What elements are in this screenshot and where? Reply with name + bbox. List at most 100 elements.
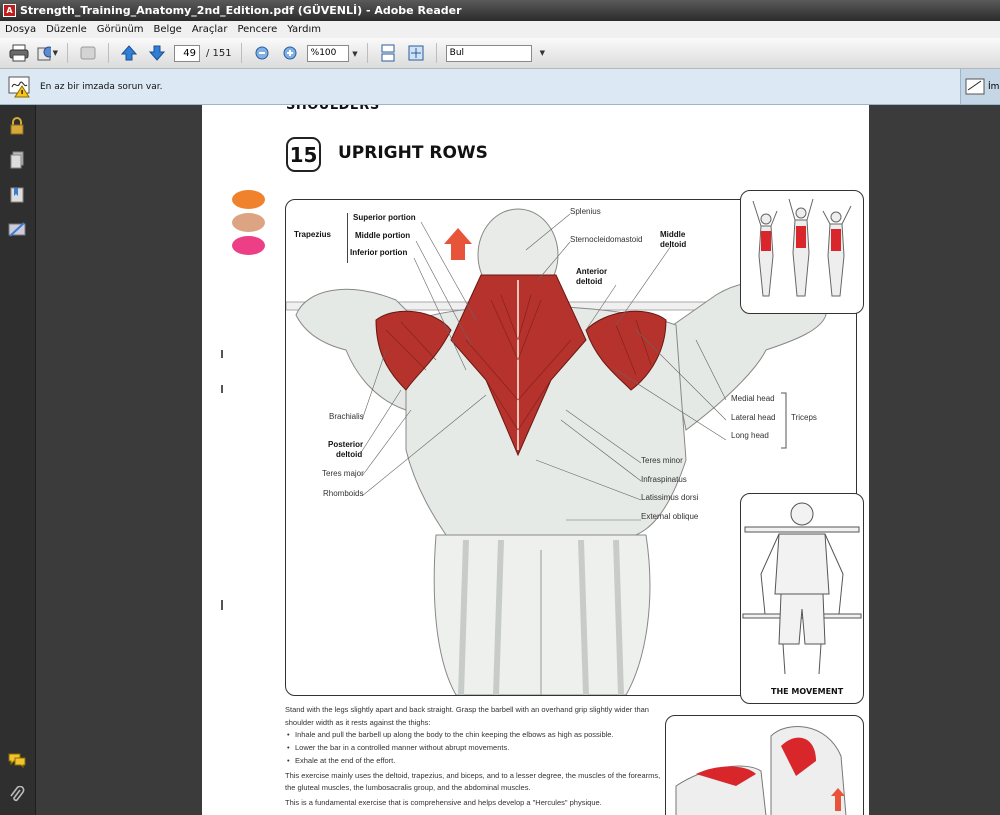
- page-number-input[interactable]: 49: [174, 44, 200, 62]
- page-scroll-icon: [381, 44, 395, 62]
- menu-view[interactable]: Görünüm: [96, 24, 144, 35]
- comments-icon: [8, 753, 26, 768]
- zoom-out-icon: [255, 46, 269, 60]
- separator: [240, 43, 242, 63]
- printer-icon: [9, 44, 29, 62]
- bookmark-icon: [10, 187, 24, 203]
- three-figure-illustration: [752, 198, 852, 297]
- signature-warning-icon: [8, 76, 30, 97]
- menu-bar: Dosya Düzenle Görünüm Belge Araçlar Penc…: [0, 21, 1000, 38]
- deltoid-detail-thumbnail: [665, 715, 864, 815]
- margin-mark: [221, 350, 223, 358]
- window-title: Strength_Training_Anatomy_2nd_Edition.pd…: [20, 4, 462, 17]
- pages-icon: [10, 151, 24, 169]
- zoom-in-button[interactable]: [279, 42, 301, 64]
- markup-button[interactable]: [77, 42, 99, 64]
- security-button[interactable]: [8, 117, 26, 135]
- menu-document[interactable]: Belge: [153, 24, 182, 35]
- menu-help[interactable]: Yardım: [287, 24, 321, 35]
- label-medial-head: Medial head: [731, 394, 775, 403]
- trapezius-bracket: [347, 213, 348, 263]
- label-posterior-deltoid-1: Posterior: [328, 440, 364, 449]
- stamp-icon: [80, 46, 96, 60]
- label-triceps: Triceps: [791, 413, 817, 422]
- menu-tools[interactable]: Araçlar: [191, 24, 228, 35]
- label-anterior-deltoid-2: deltoid: [576, 277, 603, 286]
- label-anterior-deltoid-1: Anterior: [576, 267, 608, 276]
- difficulty-dot-orange: [232, 190, 265, 209]
- fit-page-button[interactable]: [405, 42, 427, 64]
- main-anatomy-figure-frame: [285, 199, 857, 696]
- label-splenius: Splenius: [570, 207, 601, 216]
- difficulty-dot-tan: [232, 213, 265, 232]
- arrow-up-icon: [120, 45, 138, 61]
- label-inferior-portion: Inferior portion: [350, 248, 408, 257]
- label-sternocleidomastoid: Sternocleidomastoid: [570, 235, 643, 244]
- signatures-button[interactable]: [8, 221, 26, 239]
- separator: [435, 43, 437, 63]
- paperclip-icon: [10, 786, 25, 802]
- zoom-out-button[interactable]: [251, 42, 273, 64]
- back-muscles-illustration: [286, 208, 856, 695]
- print-button[interactable]: [8, 42, 30, 64]
- movement-caption: THE MOVEMENT: [771, 687, 844, 696]
- signature-message-bar: En az bir imzada sorun var. İm: [0, 69, 1000, 105]
- next-page-button[interactable]: [146, 42, 168, 64]
- chevron-down-icon: ▼: [352, 49, 358, 58]
- label-long-head: Long head: [731, 431, 769, 440]
- menu-edit[interactable]: Düzenle: [46, 24, 87, 35]
- margin-mark: [221, 385, 223, 393]
- bullet-step-3: Exhale at the end of the effort.: [285, 755, 663, 768]
- label-teres-major: Teres major: [322, 469, 364, 478]
- share-icon: [37, 46, 51, 61]
- zoom-in-icon: [283, 46, 297, 60]
- exercise-description: Stand with the legs slightly apart and b…: [285, 704, 663, 810]
- signature-icon: [8, 222, 26, 237]
- title-bar: A Strength_Training_Anatomy_2nd_Edition.…: [0, 0, 1000, 21]
- exercise-number: 15: [286, 137, 321, 172]
- pdf-page: SHOULDERS 15 UPRIGHT ROWS: [202, 105, 869, 815]
- lock-icon: [10, 117, 24, 135]
- shoulder-detail-illustration: [675, 725, 847, 815]
- signature-panel-label: İm: [988, 81, 1000, 92]
- document-viewport[interactable]: SHOULDERS 15 UPRIGHT ROWS: [36, 105, 1000, 815]
- comments-button[interactable]: [8, 751, 26, 769]
- bullet-step-1: Inhale and pull the barbell up along the…: [285, 729, 663, 742]
- label-brachialis: Brachialis: [329, 412, 364, 421]
- chevron-down-icon[interactable]: ▼: [539, 49, 546, 57]
- collaborate-button[interactable]: ▼: [36, 42, 58, 64]
- label-middle-portion: Middle portion: [355, 231, 411, 240]
- find-input[interactable]: Bul: [445, 44, 532, 62]
- previous-page-button[interactable]: [118, 42, 140, 64]
- bookmarks-button[interactable]: [8, 186, 26, 204]
- movement-illustration: [742, 502, 862, 675]
- signature-message: En az bir imzada sorun var.: [40, 81, 163, 92]
- label-rhomboids: Rhomboids: [323, 489, 364, 498]
- muscle-overview-thumbnail: [740, 190, 864, 314]
- scrolling-mode-button[interactable]: [377, 42, 399, 64]
- menu-window[interactable]: Pencere: [237, 24, 278, 35]
- navigation-pane: [0, 105, 36, 815]
- movement-thumbnail: THE MOVEMENT: [740, 493, 864, 704]
- signature-panel-button[interactable]: İm: [960, 69, 1000, 104]
- label-trapezius: Trapezius: [294, 230, 331, 239]
- chevron-down-icon: ▼: [52, 49, 58, 57]
- bullet-step-2: Lower the bar in a controlled manner wit…: [285, 742, 663, 755]
- label-middle-deltoid-2: deltoid: [660, 240, 687, 249]
- pages-button[interactable]: [8, 151, 26, 169]
- label-middle-deltoid-1: Middle: [660, 230, 686, 239]
- find-placeholder: Bul: [449, 47, 465, 58]
- paragraph-intro: Stand with the legs slightly apart and b…: [285, 705, 649, 727]
- label-teres-minor: Teres minor: [641, 456, 683, 465]
- attachments-button[interactable]: [8, 786, 26, 804]
- separator: [67, 43, 68, 63]
- separator: [108, 43, 109, 63]
- margin-mark: [221, 600, 223, 610]
- fit-page-icon: [408, 45, 424, 61]
- label-superior-portion: Superior portion: [353, 213, 416, 222]
- arrow-down-icon: [148, 45, 166, 61]
- menu-file[interactable]: Dosya: [5, 24, 37, 35]
- zoom-level-select[interactable]: %100 ▼: [306, 44, 358, 62]
- label-posterior-deltoid-2: deltoid: [336, 450, 363, 459]
